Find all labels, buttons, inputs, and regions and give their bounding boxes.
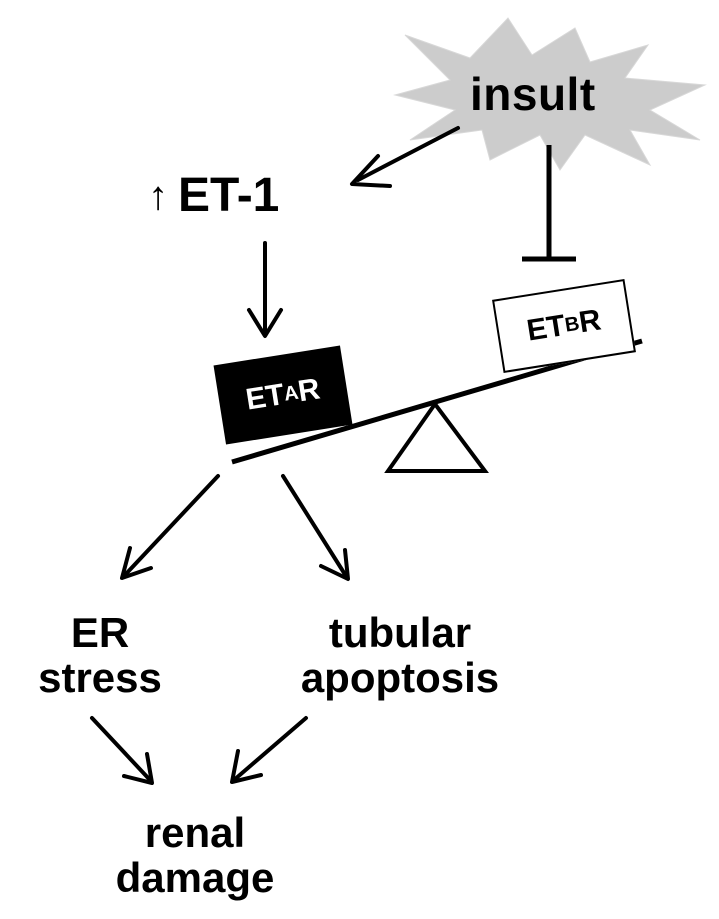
seesaw-fulcrum [384, 400, 489, 473]
insult-starburst [393, 17, 707, 171]
tubular-apoptosis-label: tubular apoptosis [300, 609, 500, 701]
inhibition-insult-to-etbr [522, 145, 576, 262]
insult-label: insult [470, 68, 596, 120]
arrow-tubular-apoptosis-to-renal-damage [230, 716, 308, 784]
et1-label: ↑ET-1 [148, 172, 279, 220]
arrow-er-stress-to-renal-damage [90, 716, 154, 785]
arrow-etar-to-er-stress [120, 474, 220, 580]
arrow-insult-to-et1 [350, 126, 460, 188]
renal-damage-label: renal damage [115, 809, 275, 901]
arrow-etar-to-tubular-apoptosis [281, 474, 350, 581]
et1-text: ET-1 [178, 169, 280, 222]
er-stress-label: ER stress [38, 609, 162, 701]
arrow-et1-to-etar [247, 241, 283, 338]
up-arrow-icon: ↑ [148, 174, 168, 218]
